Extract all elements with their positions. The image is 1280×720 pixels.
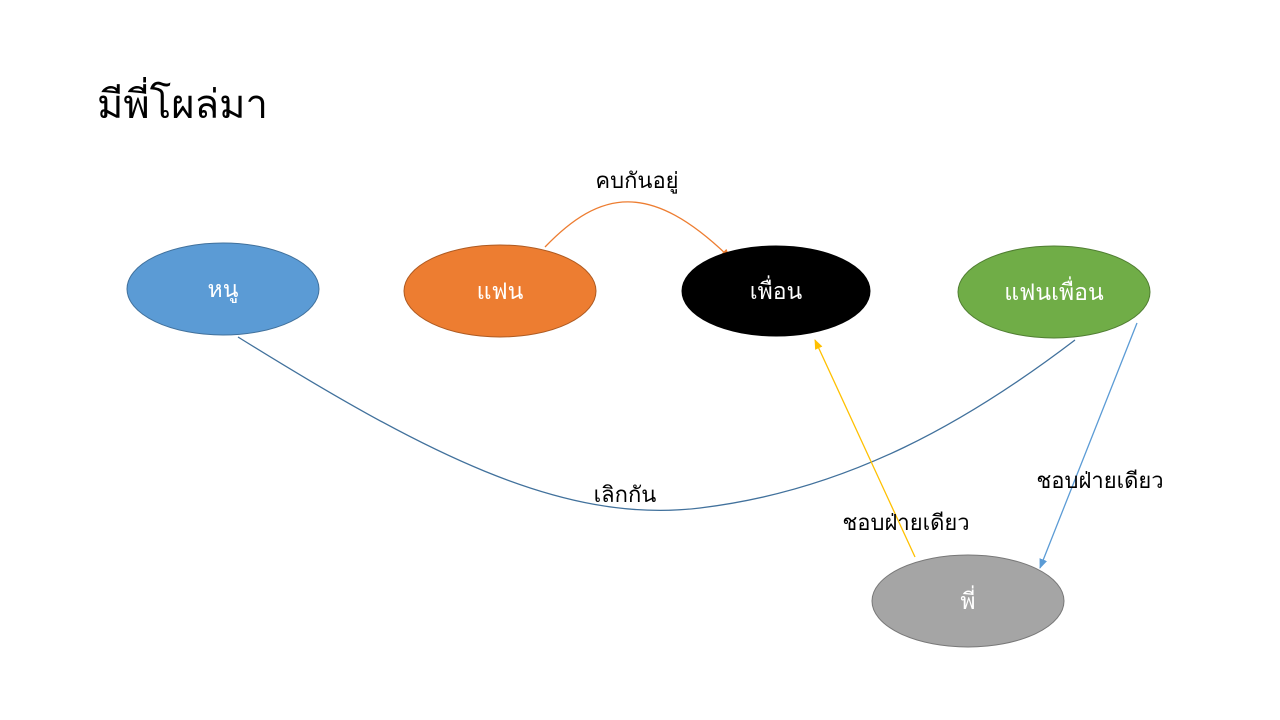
node-phuean: เพื่อน: [681, 245, 871, 337]
node-nu-label: หนู: [208, 277, 239, 303]
edge-dating-label: คบกันอยู่: [595, 169, 678, 194]
node-phuean-label: เพื่อน: [750, 275, 803, 305]
slide-title: มีพี่โผล่มา: [97, 77, 268, 128]
node-phi-shape: [871, 554, 1065, 648]
node-phi: พี่: [871, 554, 1065, 648]
node-faen-shape: [403, 244, 597, 338]
node-faen-phuean: แฟนเพื่อน: [957, 245, 1151, 339]
edge-breakup-label: เลิกกัน: [594, 483, 657, 508]
edge-phi-to-phuean-line: [814, 339, 916, 558]
node-faen-phuean-label: แฟนเพื่อน: [1004, 276, 1104, 306]
edge-phi-to-phuean-label: ชอบฝ่ายเดียว: [842, 511, 969, 536]
edge-faen-phuean-to-phi-label: ชอบฝ่ายเดียว: [1036, 469, 1163, 494]
edge-faen-phuean-to-phi-line: [1039, 322, 1138, 569]
node-nu-shape: [126, 242, 320, 336]
node-faen: แฟน: [403, 244, 597, 338]
node-faen-phuean-shape: [957, 245, 1151, 339]
edge-breakup-line: [237, 336, 1076, 512]
node-faen-label: แฟน: [477, 279, 524, 305]
node-nu: หนู: [126, 242, 320, 336]
node-phi-label: พี่: [960, 585, 975, 615]
node-phuean-shape: [681, 245, 871, 337]
edge-dating-line: [544, 201, 731, 259]
